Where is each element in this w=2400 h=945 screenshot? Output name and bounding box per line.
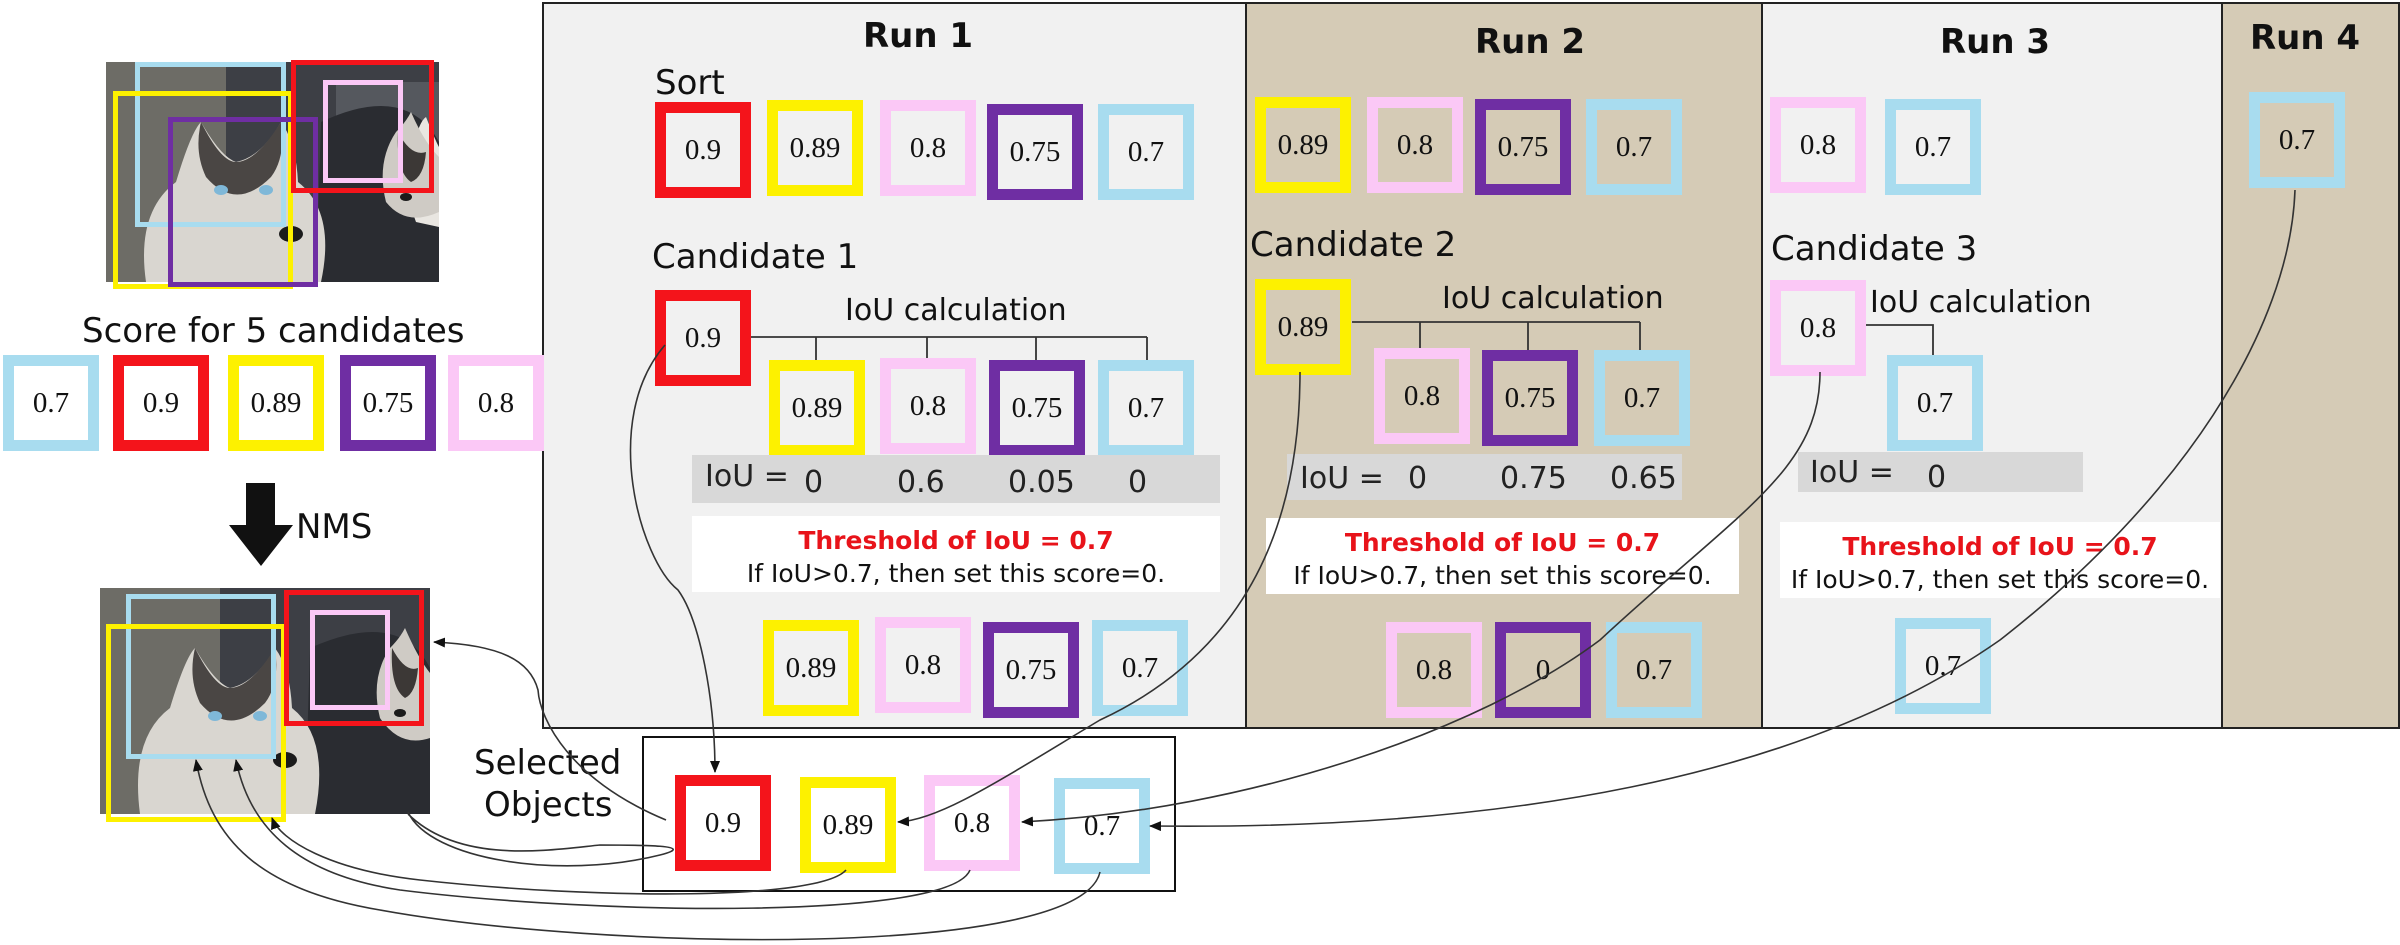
run1-sorted-4: 0.7	[1098, 104, 1194, 200]
output-box-pink	[310, 610, 390, 710]
run3-sorted-0: 0.8	[1770, 97, 1866, 193]
run2-sorted-3: 0.7	[1586, 99, 1682, 195]
run4-box: 0.7	[2249, 92, 2345, 188]
selected-box-1: 0.89	[800, 777, 896, 873]
run1-sort-label: Sort	[655, 63, 725, 103]
output-box-red	[284, 590, 424, 726]
selected-box-0: 0.9	[675, 775, 771, 871]
run1-sorted-0: 0.9	[655, 102, 751, 198]
run2-sorted-1: 0.8	[1367, 97, 1463, 193]
run1-iou-calc-label: IoU calculation	[845, 293, 1067, 328]
run3-threshold-title: Threshold of IoU = 0.7	[1842, 532, 2158, 561]
run2-title: Run 2	[1475, 22, 1586, 62]
run3-candidate-label: Candidate 3	[1771, 229, 1978, 269]
run1-compare-3: 0.7	[1098, 360, 1194, 456]
run2-candidate-label: Candidate 2	[1250, 225, 1457, 265]
run1-compare-1: 0.8	[880, 358, 976, 454]
run3-compare-0: 0.7	[1887, 355, 1983, 451]
score-box-purple: 0.75	[340, 355, 436, 451]
run2-iou-value-0: 0	[1408, 461, 1428, 496]
run2-threshold-title: Threshold of IoU = 0.7	[1344, 528, 1661, 557]
run2-compare-1: 0.75	[1482, 350, 1578, 446]
run2-compare-2: 0.7	[1594, 350, 1690, 446]
run1-iou-value-1: 0.6	[897, 465, 945, 500]
run1-title: Run 1	[863, 16, 974, 56]
run4-title: Run 4	[2250, 18, 2361, 58]
run1-sorted-2: 0.8	[880, 100, 976, 196]
run3-iou-calc-label: IoU calculation	[1870, 285, 2092, 320]
run1-iou-value-2: 0.05	[1008, 465, 1075, 500]
selected-box-2: 0.8	[924, 775, 1020, 871]
run3-sorted-1: 0.7	[1885, 99, 1981, 195]
run1-iou-value-0: 0	[804, 465, 824, 500]
score-box-blue: 0.7	[3, 355, 99, 451]
run3-result-0: 0.7	[1895, 618, 1991, 714]
selected-box-3: 0.7	[1054, 778, 1150, 874]
run1-result-3: 0.7	[1092, 620, 1188, 716]
run2-sorted-2: 0.75	[1475, 99, 1571, 195]
input-box-red	[291, 60, 434, 193]
run3-iou-label: IoU =	[1810, 455, 1894, 490]
run2-sorted-0: 0.89	[1255, 97, 1351, 193]
output-box-blue	[126, 594, 276, 759]
score-title: Score for 5 candidates	[82, 311, 465, 351]
run3-candidate-box: 0.8	[1770, 280, 1866, 376]
run3-title: Run 3	[1940, 22, 2051, 62]
run1-compare-2: 0.75	[989, 360, 1085, 456]
run1-result-1: 0.8	[875, 617, 971, 713]
selected-label-line1: Selected	[474, 743, 622, 783]
run1-iou-label: IoU =	[705, 459, 789, 494]
selected-label-line2: Objects	[484, 785, 613, 825]
input-box-blue	[135, 62, 286, 227]
run2-result-0: 0.8	[1386, 622, 1482, 718]
score-box-yellow: 0.89	[228, 355, 324, 451]
run1-result-2: 0.75	[983, 622, 1079, 718]
run3-threshold-rule: If IoU>0.7, then set this score=0.	[1790, 565, 2210, 594]
run1-result-0: 0.89	[763, 620, 859, 716]
output-box-yellow	[106, 624, 286, 822]
run2-result-1: 0	[1495, 622, 1591, 718]
run1-sorted-3: 0.75	[987, 104, 1083, 200]
run1-threshold-rule: If IoU>0.7, then set this score=0.	[746, 559, 1166, 588]
run2-iou-value-2: 0.65	[1610, 461, 1677, 496]
run2-iou-calc-label: IoU calculation	[1442, 281, 1664, 316]
run2-threshold-rule: If IoU>0.7, then set this score=0.	[1293, 561, 1712, 590]
run2-candidate-box: 0.89	[1255, 279, 1351, 375]
run1-sorted-1: 0.89	[767, 100, 863, 196]
run1-candidate-box: 0.9	[655, 290, 751, 386]
run2-result-2: 0.7	[1606, 622, 1702, 718]
run1-threshold-box: Threshold of IoU = 0.7 If IoU>0.7, then …	[692, 516, 1220, 592]
run2-iou-label: IoU =	[1300, 461, 1384, 496]
run2-iou-value-1: 0.75	[1500, 461, 1567, 496]
run1-iou-value-3: 0	[1128, 465, 1148, 500]
score-box-pink: 0.8	[448, 355, 544, 451]
run2-compare-0: 0.8	[1374, 348, 1470, 444]
nms-label: NMS	[296, 507, 373, 547]
run2-threshold-box: Threshold of IoU = 0.7 If IoU>0.7, then …	[1266, 518, 1739, 594]
run3-iou-value-0: 0	[1927, 460, 1947, 495]
input-box-purple	[168, 117, 318, 287]
input-box-pink	[323, 80, 403, 183]
run1-threshold-title: Threshold of IoU = 0.7	[798, 526, 1114, 555]
run3-threshold-box: Threshold of IoU = 0.7 If IoU>0.7, then …	[1780, 522, 2220, 598]
score-box-red: 0.9	[113, 355, 209, 451]
run1-candidate-label: Candidate 1	[652, 237, 859, 277]
run1-compare-0: 0.89	[769, 360, 865, 456]
